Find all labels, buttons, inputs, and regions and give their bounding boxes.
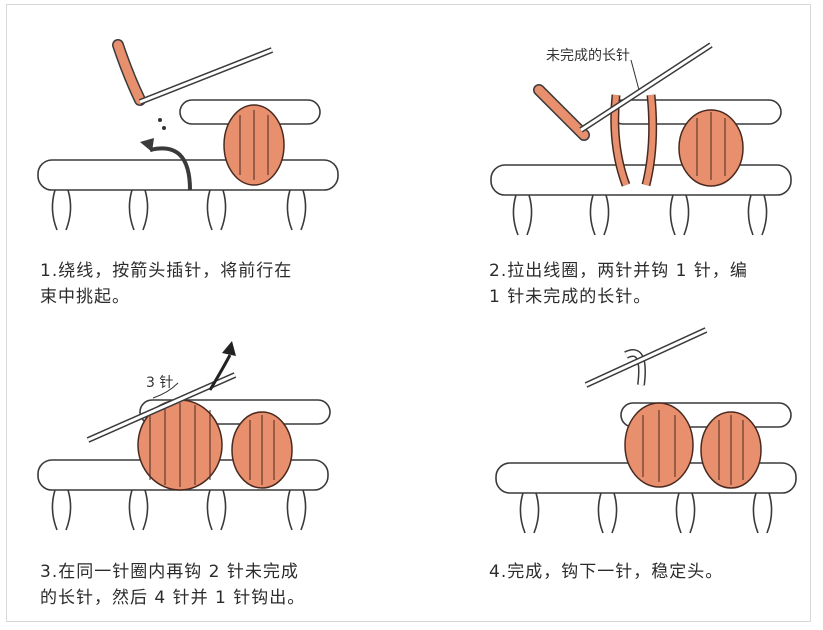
step-4-caption: 4.完成，钩下一针，稳定头。	[489, 562, 724, 582]
step-3-diagram	[37, 341, 331, 531]
step-1-panel: 1.绕线，按箭头插针，将前行在 束中挑起。	[0, 0, 411, 315]
step-2-label: 未完成的长针	[546, 48, 630, 64]
step-2-diagram	[490, 42, 792, 236]
step-1-caption: 1.绕线，按箭头插针，将前行在 束中挑起。	[40, 261, 293, 307]
step-2-panel: 未完成的长针 2.拉出线圈，两针并钩 1 针，编 1 针未完成的长针。	[411, 0, 823, 315]
step-3-panel: 3 针 3.在同一针圈内再钩 2 针未完成 的长针，然后 4 针并 1 针钩出。	[0, 315, 411, 630]
step-3-caption: 3.在同一针圈内再钩 2 针未完成 的长针，然后 4 针并 1 针钩出。	[40, 562, 306, 608]
step-4-diagram	[495, 327, 797, 534]
step-4-panel: 4.完成，钩下一针，稳定头。	[411, 315, 823, 630]
step-1-diagram	[37, 39, 339, 231]
step-2-caption: 2.拉出线圈，两针并钩 1 针，编 1 针未完成的长针。	[489, 261, 748, 307]
step-3-label: 3 针	[146, 375, 174, 391]
illustration-frame	[6, 4, 811, 622]
